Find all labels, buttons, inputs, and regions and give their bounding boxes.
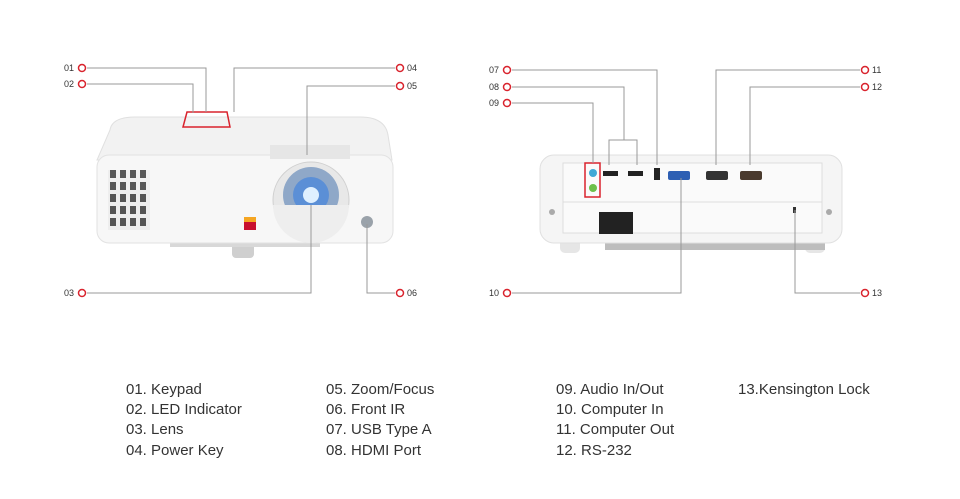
legend-item: 07. USB Type A [326, 421, 432, 438]
projector-front-view [96, 116, 394, 258]
callout-09: 09 [489, 98, 500, 108]
vent-slot [130, 194, 136, 202]
vent-slot [140, 182, 146, 190]
vent-slot [120, 182, 126, 190]
projector-back-view [539, 154, 843, 253]
callout-10: 10 [489, 288, 500, 298]
vent-slot [140, 218, 146, 226]
vent-slot [110, 194, 116, 202]
vent-slot [110, 170, 116, 178]
callout-03: 03 [64, 288, 75, 298]
callout-02: 02 [64, 79, 75, 89]
keypad-highlight-box [182, 111, 231, 128]
vent-slot [130, 218, 136, 226]
vent-slot [130, 182, 136, 190]
callout-13: 13 [872, 288, 883, 298]
front-ir-sensor [361, 216, 373, 228]
vent-slot [140, 206, 146, 214]
vent-slot [110, 206, 116, 214]
vent-slot [120, 170, 126, 178]
legend-item: 01. Keypad [126, 381, 202, 398]
vent-slot [140, 194, 146, 202]
callout-04: 04 [407, 63, 418, 73]
callout-05: 05 [407, 81, 418, 91]
callout-08: 08 [489, 82, 500, 92]
callout-11: 11 [872, 65, 882, 75]
legend-item: 11. Computer Out [556, 421, 675, 438]
callout-01: 01 [64, 63, 75, 73]
callout-06: 06 [407, 288, 418, 298]
callout-markers [77, 63, 870, 298]
vent-slot [120, 206, 126, 214]
legend-item: 09. Audio In/Out [556, 381, 664, 398]
legend-item: 10. Computer In [556, 401, 664, 418]
vent-slot [110, 218, 116, 226]
vent-slot [130, 170, 136, 178]
callout-07: 07 [489, 65, 500, 75]
vent-slot [120, 218, 126, 226]
vent-slot [140, 170, 146, 178]
legend-item: 08. HDMI Port [326, 442, 422, 459]
legend-item: 06. Front IR [326, 401, 406, 418]
legend-item: 05. Zoom/Focus [326, 381, 435, 398]
vent-slot [130, 206, 136, 214]
callout-12: 12 [872, 82, 883, 92]
legend-item: 02. LED Indicator [126, 401, 242, 418]
legend-item: 13.Kensington Lock [738, 381, 870, 398]
legend-item: 04. Power Key [126, 442, 224, 459]
legend-item: 12. RS-232 [556, 442, 632, 459]
leader-lines [87, 67, 860, 294]
legend-item: 03. Lens [126, 421, 184, 438]
vent-slot [110, 182, 116, 190]
vent-slot [120, 194, 126, 202]
